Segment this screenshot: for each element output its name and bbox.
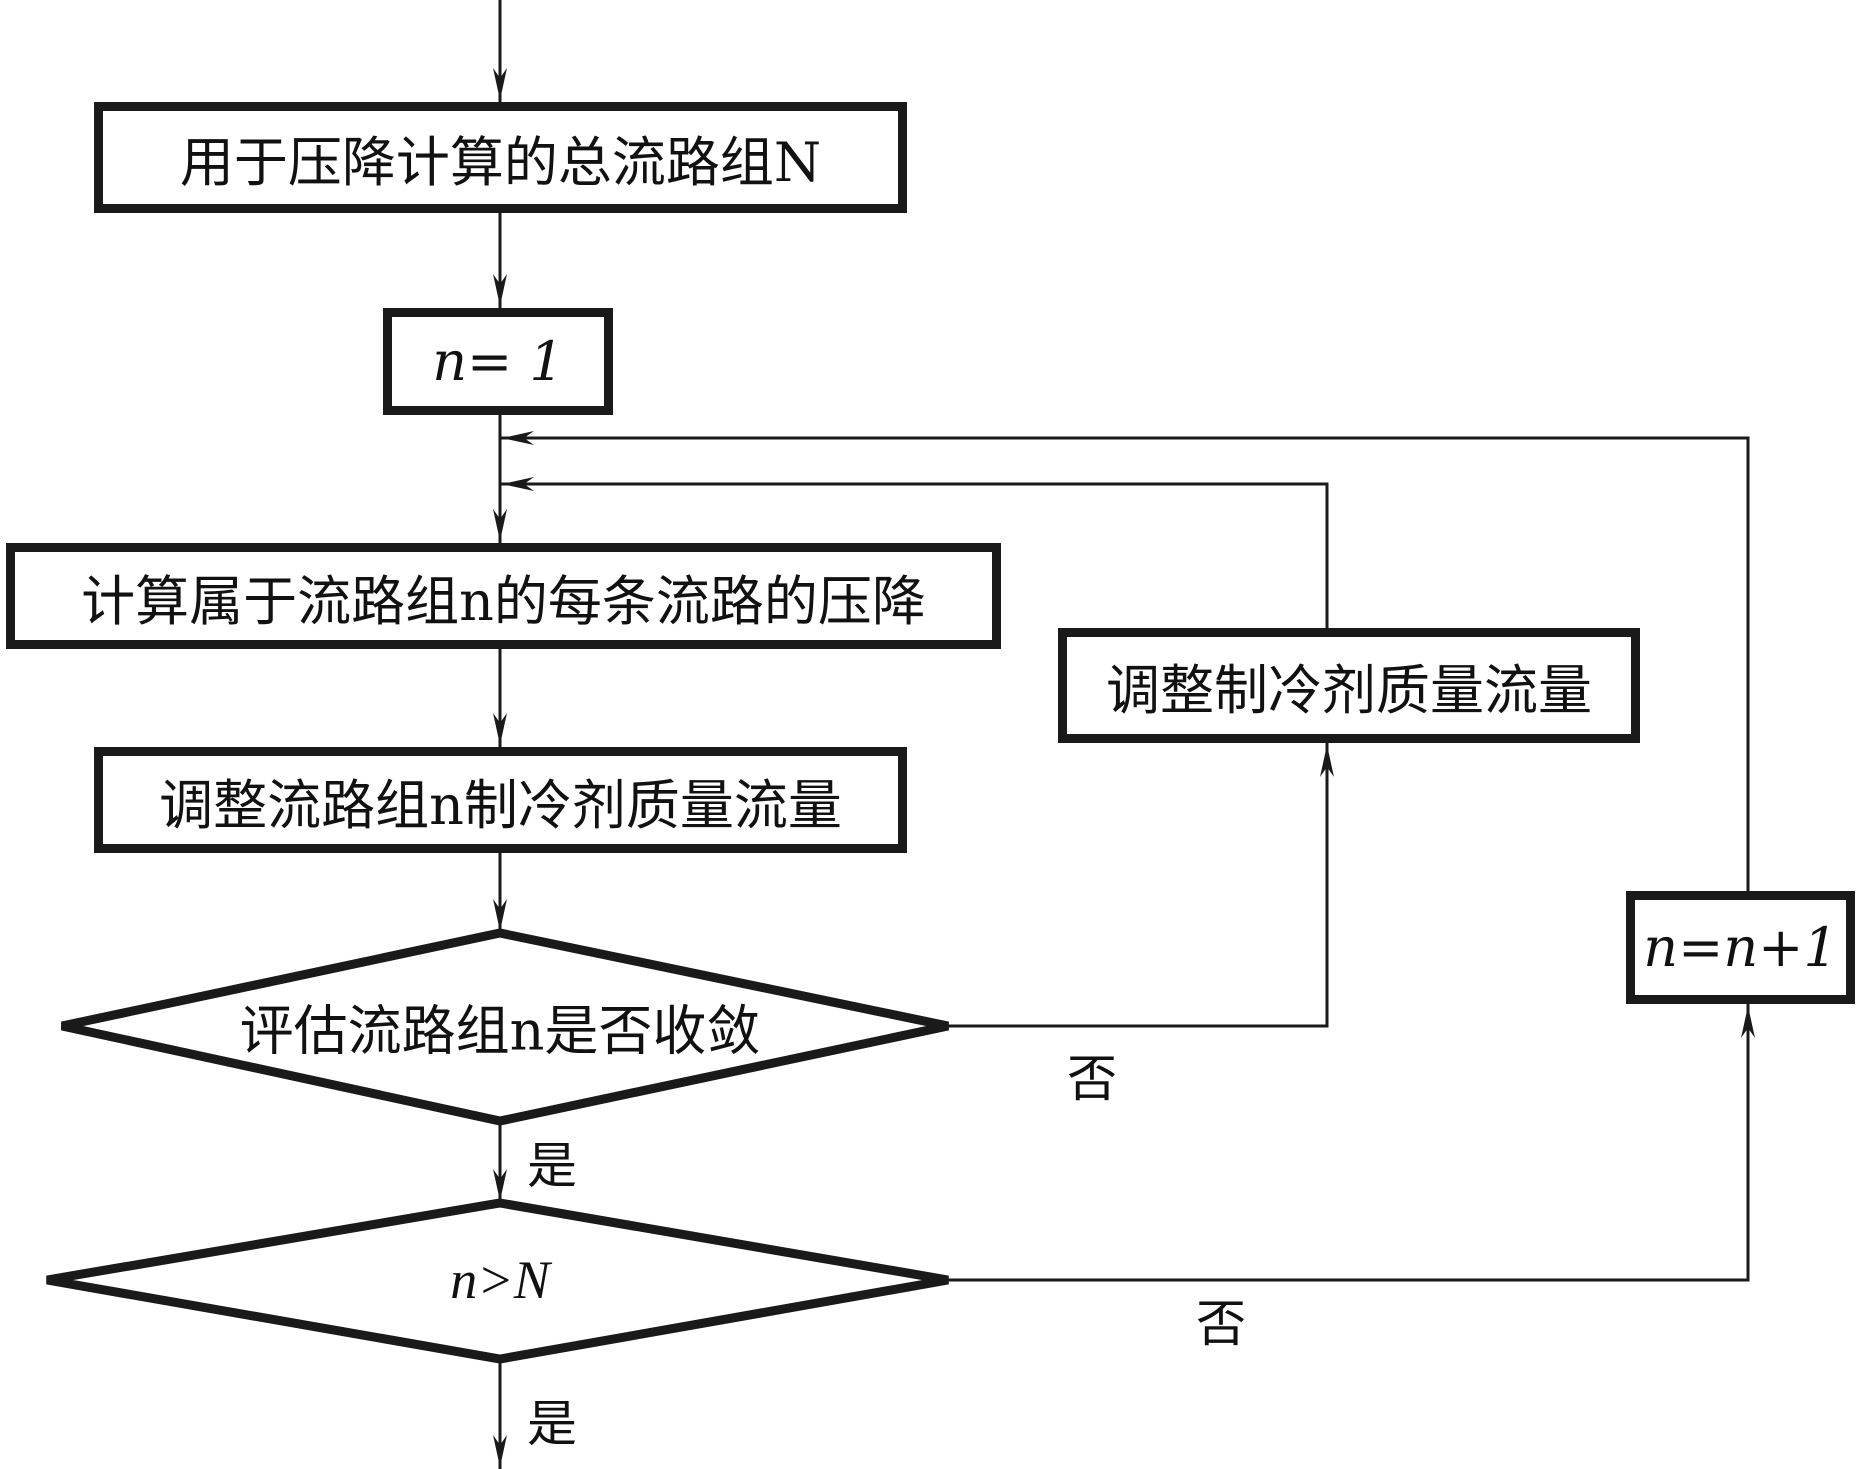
process-adjust-group-flow: 调整流路组n制冷剂质量流量 (94, 747, 907, 853)
label-n-gt-N-yes: 是 (527, 1395, 577, 1453)
arrowhead-n-gt-N-no (1741, 1006, 1755, 1038)
process-total-groups: 用于压降计算的总流路组N (94, 102, 907, 213)
arrowhead-calc-to-adjust (493, 713, 507, 745)
process-total-groups-text: 用于压降计算的总流路组N (179, 131, 822, 194)
process-adjust-flow: 调整制冷剂质量流量 (1058, 628, 1640, 743)
arrowhead-exit (493, 1435, 507, 1467)
process-init-n-text: n= 1 (432, 330, 564, 393)
decision-n-gt-N-text: n>N (450, 1250, 550, 1310)
arrowhead-total-to-init (493, 274, 507, 306)
arrowhead-eval-no (1320, 745, 1334, 777)
process-calc-pressure-drop: 计算属于流路组n的每条流路的压降 (6, 543, 1001, 649)
process-adjust-flow-text: 调整制冷剂质量流量 (1106, 659, 1592, 722)
process-init-n: n= 1 (383, 308, 613, 415)
decision-eval-convergence-text: 评估流路组n是否收敛 (239, 999, 761, 1063)
arrow-adjust-flow-loop (500, 482, 1329, 628)
arrowhead-init-to-calc (493, 509, 507, 541)
arrowhead-increment-loop (502, 431, 534, 445)
label-eval-yes: 是 (527, 1137, 577, 1195)
process-adjust-group-flow-text: 调整流路组n制冷剂质量流量 (159, 773, 842, 837)
arrowhead-entry (493, 68, 507, 100)
arrow-n-gt-N-no (948, 1004, 1750, 1282)
arrow-increment-loop (500, 436, 1750, 891)
arrowhead-adjust-flow-loop (502, 477, 534, 491)
process-calc-pressure-drop-text: 计算属于流路组n的每条流路的压降 (81, 569, 926, 633)
arrow-eval-no (948, 743, 1329, 1028)
decision-n-gt-N-shape (46, 1198, 949, 1364)
process-increment-n-text: n=n+1 (1643, 916, 1838, 979)
decision-eval-convergence-shape (61, 928, 949, 1126)
label-n-gt-N-no: 否 (1196, 1295, 1246, 1353)
label-eval-no: 否 (1067, 1050, 1117, 1108)
arrowhead-eval-yes (493, 1169, 507, 1201)
arrowhead-adjust-to-eval (493, 899, 507, 931)
process-increment-n: n=n+1 (1626, 891, 1855, 1004)
